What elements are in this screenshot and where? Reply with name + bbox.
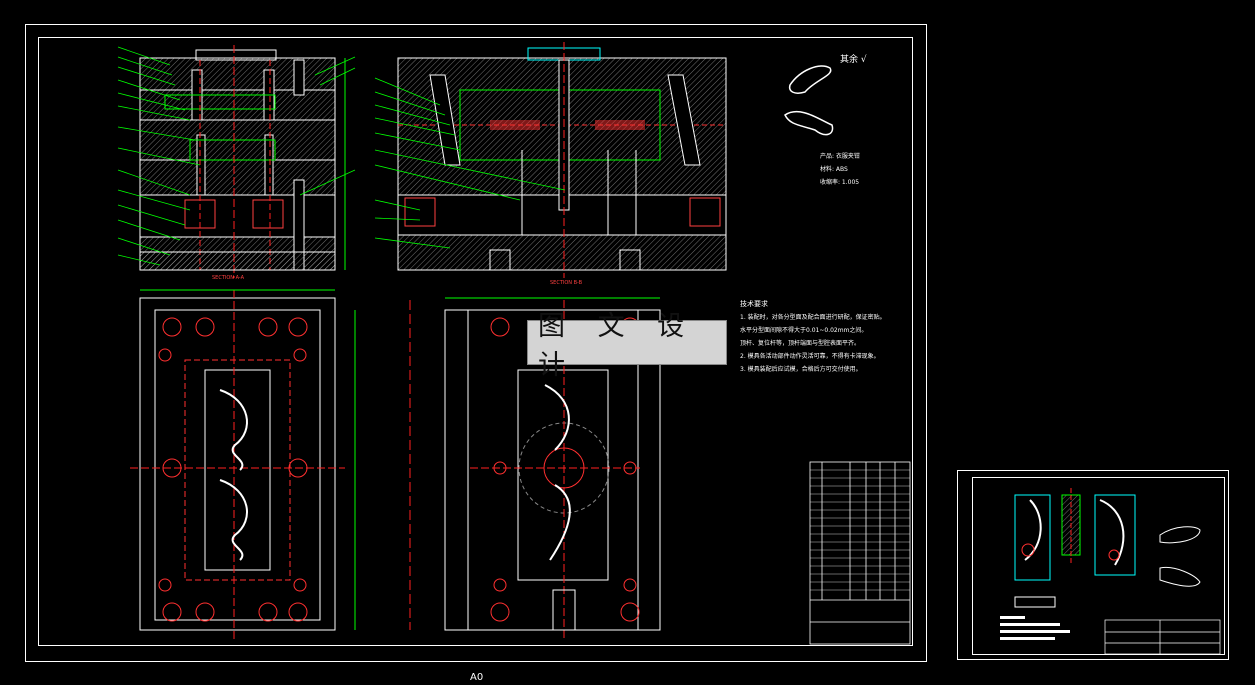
requirement-item: 3. 模具装配后应试模，合格后方可交付使用。: [740, 366, 862, 373]
fixed-half-plan-view: [444, 297, 661, 640]
moving-half-plan-view: [130, 289, 356, 640]
requirement-item: 1. 装配时，对各分型面及配合面进行研配，保证密贴。: [740, 314, 886, 321]
section-a-a-label: SECTION A-A: [212, 275, 245, 281]
watermark-stamp: 图 文 设 计: [527, 311, 727, 381]
technical-requirements: 技术要求 1. 装配时，对各分型面及配合面进行研配，保证密贴。 水平分型面间隙不…: [740, 298, 910, 376]
section-b-b-view: [374, 42, 727, 278]
sheet-size-label: A0: [470, 672, 484, 683]
requirement-item: 水平分型面间隙不得大于0.01~0.02mm之间。: [740, 327, 868, 334]
requirement-item: 顶杆、复位杆等，顶杆端面与型腔表面平齐。: [740, 340, 861, 347]
surface-finish-note: 其余 √: [840, 52, 867, 65]
technical-requirements-title: 技术要求: [740, 300, 768, 308]
title-block: [809, 461, 911, 645]
roughness-symbol-icon: √: [860, 55, 867, 65]
section-a-a-view: [117, 45, 356, 278]
detail-drawing: [1000, 488, 1221, 655]
part-material: 材料: ABS: [820, 166, 848, 173]
main-drawing-inner-border: [38, 37, 913, 646]
requirement-item: 2. 模具各活动部件动作灵活可靠，不得有卡滞现象。: [740, 353, 880, 360]
detail-sheet-border: [957, 470, 1229, 660]
title-block-rows: [810, 469, 910, 591]
part-isometric-sketches: [784, 65, 834, 136]
detail-sheet-inner-border: [972, 477, 1225, 655]
section-b-b-label: SECTION B-B: [550, 280, 583, 286]
surface-finish-label: 其余: [840, 55, 859, 65]
part-info: 产品: 衣服夹钳 材料: ABS 收缩率: 1.005: [820, 150, 860, 189]
part-name: 产品: 衣服夹钳: [820, 153, 860, 160]
main-drawing-border: [25, 24, 927, 662]
part-shrinkage: 收缩率: 1.005: [820, 179, 860, 186]
